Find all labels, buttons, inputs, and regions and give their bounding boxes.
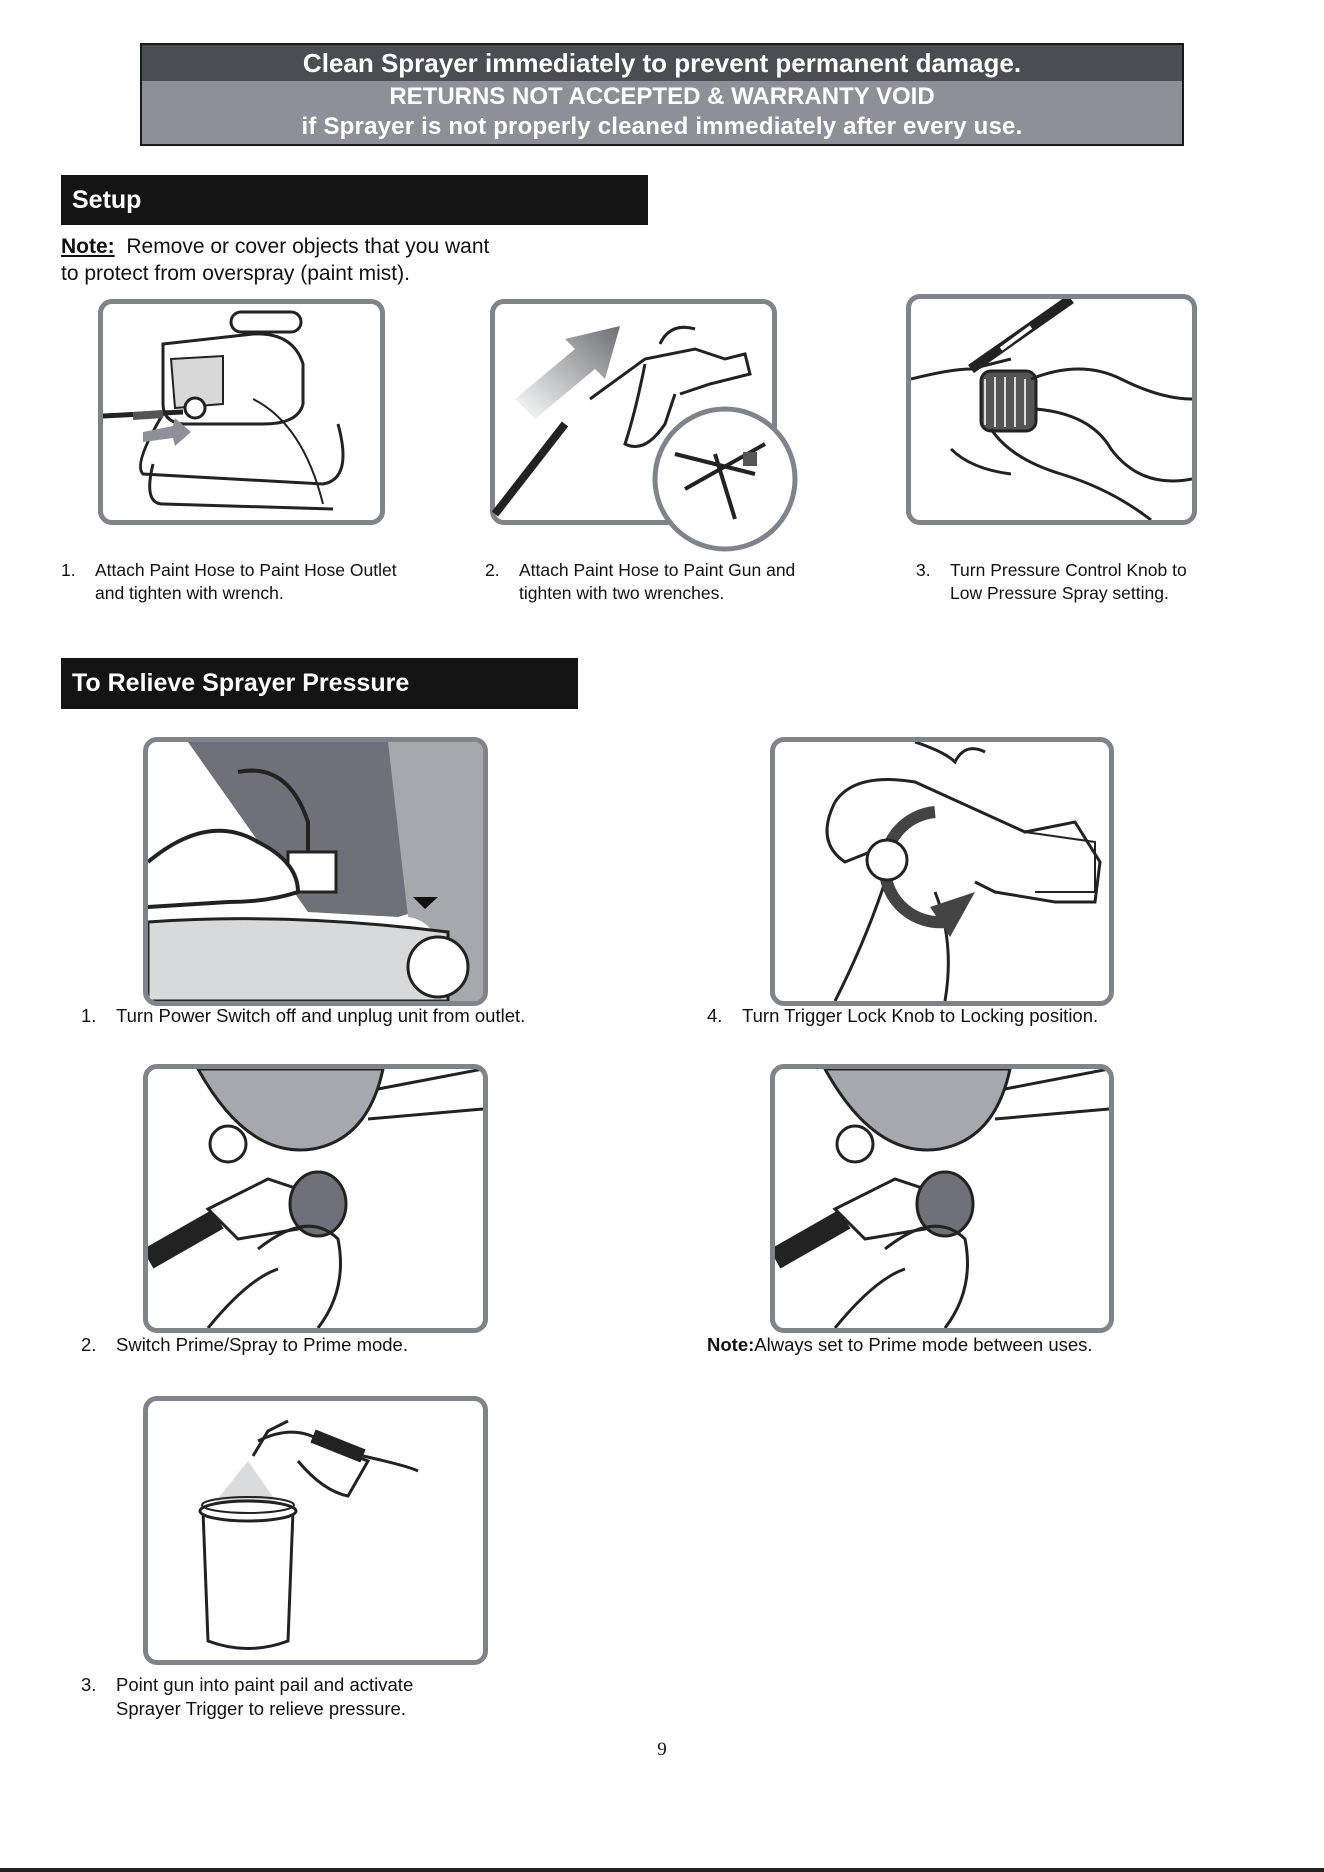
step-text: Turn Trigger Lock Knob to Locking positi… [742,1005,1099,1026]
setup-section-heading: Setup [61,175,648,225]
warning-banner: Clean Sprayer immediately to prevent per… [140,43,1184,146]
cleaning-requirement-text: if Sprayer is not properly cleaned immed… [301,113,1023,140]
setup-step-1: 1. Attach Paint Hose to Paint Hose Outle… [61,559,441,605]
sprayer-hose-outlet-illustration [98,299,385,525]
step-number: 3. [916,560,931,580]
prime-mode-note-text: Always set to Prime mode between uses. [754,1334,1093,1355]
step-number: 1. [61,560,76,580]
relieve-pressure-section-heading: To Relieve Sprayer Pressure [61,658,578,709]
step-text: Low Pressure Spray setting. [950,583,1169,603]
step-text: Switch Prime/Spray to Prime mode. [116,1334,408,1355]
step-text: tighten with two wrenches. [519,583,725,603]
footer-divider [0,1868,1324,1872]
relieve-step-2: 2. Switch Prime/Spray to Prime mode. [81,1333,581,1357]
page-number: 9 [657,1739,667,1760]
prime-spray-valve-illustration [770,1064,1114,1333]
step-number: 1. [81,1005,97,1026]
relieve-step-3: 3. Point gun into paint pail and activat… [81,1673,581,1721]
prime-mode-note: Note:Always set to Prime mode between us… [707,1333,1267,1357]
step-number: 2. [485,560,500,580]
step-text: Sprayer Trigger to relieve pressure. [116,1698,406,1719]
relieve-step-4: 4. Turn Trigger Lock Knob to Locking pos… [707,1004,1207,1028]
step-text: Point gun into paint pail and activate [116,1674,414,1695]
paint-gun-hose-wrenches-illustration [490,299,798,552]
setup-step-3: 3. Turn Pressure Control Knob to Low Pres… [916,559,1296,605]
step-number: 2. [81,1334,97,1355]
warning-banner-title: Clean Sprayer immediately to prevent per… [142,45,1182,81]
setup-step-2: 2. Attach Paint Hose to Paint Gun and tig… [485,559,865,605]
pressure-knob-hand-illustration [906,294,1197,525]
relieve-step-1: 1. Turn Power Switch off and unplug unit… [81,1004,581,1028]
gun-into-paint-pail-illustration [143,1396,488,1665]
prime-spray-valve-illustration [143,1064,488,1333]
step-text: and tighten with wrench. [95,583,284,603]
setup-note-text-2: to protect from overspray (paint mist). [61,262,410,285]
step-text: Turn Power Switch off and unplug unit fr… [116,1005,526,1026]
step-number: 4. [707,1005,723,1026]
setup-note-text-1: Remove or cover objects that you want [126,235,490,258]
prime-mode-note-label: Note: [707,1334,755,1355]
step-text: Attach Paint Hose to Paint Hose Outlet [95,560,397,580]
setup-note-label: Note: [61,235,115,258]
step-text: Turn Pressure Control Knob to [950,560,1187,580]
warranty-void-text: RETURNS NOT ACCEPTED & WARRANTY VOID [389,83,935,110]
trigger-lock-knob-illustration [770,737,1114,1006]
step-number: 3. [81,1674,97,1695]
warning-banner-body: RETURNS NOT ACCEPTED & WARRANTY VOID if … [142,81,1182,144]
step-text: Attach Paint Hose to Paint Gun and [519,560,796,580]
setup-note: Note: Remove or cover objects that you w… [61,233,581,287]
power-switch-hand-illustration [143,737,488,1006]
